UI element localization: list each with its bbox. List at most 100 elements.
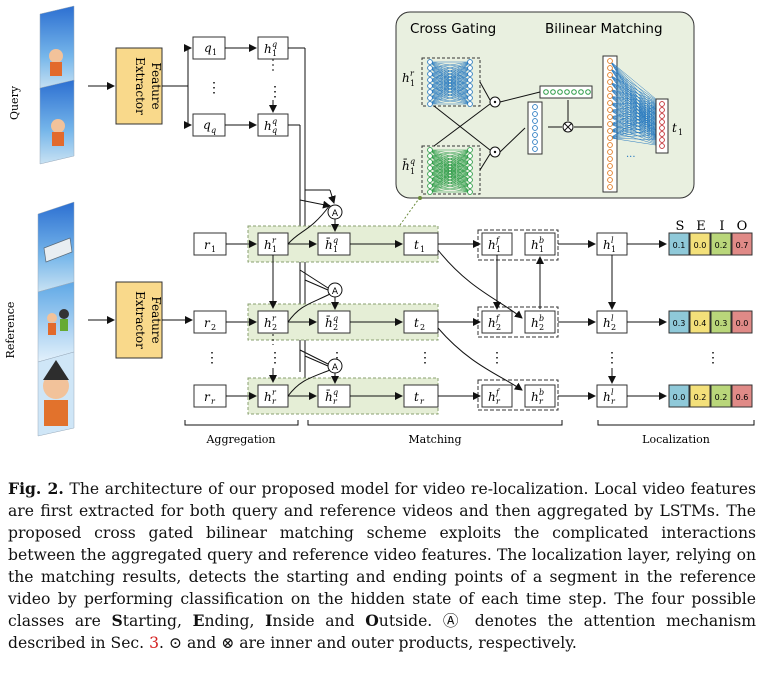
svg-text:2: 2 bbox=[211, 323, 216, 332]
svg-text:1: 1 bbox=[611, 245, 616, 254]
class-headers: S E I O bbox=[676, 219, 748, 234]
svg-text:l: l bbox=[611, 314, 614, 323]
figure-caption: Fig. 2. The architecture of our proposed… bbox=[8, 478, 756, 654]
svg-text:r: r bbox=[539, 397, 544, 406]
svg-text:h: h bbox=[264, 316, 272, 330]
caption-section-link[interactable]: 3 bbox=[149, 634, 160, 652]
prob-cell bbox=[689, 232, 711, 256]
svg-text:1: 1 bbox=[272, 49, 277, 58]
svg-text:r: r bbox=[272, 388, 277, 397]
svg-text:1: 1 bbox=[410, 79, 415, 88]
svg-text:···: ··· bbox=[626, 152, 636, 163]
query-node-qq: q q bbox=[192, 113, 226, 137]
loc-ellipsis: ⋮ bbox=[605, 350, 619, 366]
svg-text:h̄: h̄ bbox=[325, 236, 333, 252]
ref-hidden-ellipsis: ⋮ bbox=[268, 350, 282, 366]
svg-text:h: h bbox=[488, 238, 496, 252]
svg-text:A: A bbox=[332, 287, 339, 297]
caption-label: Fig. 2. bbox=[8, 479, 64, 498]
svg-text:t: t bbox=[414, 238, 419, 252]
svg-text:q: q bbox=[203, 118, 211, 132]
reference-label: Reference bbox=[4, 302, 17, 359]
svg-text:b: b bbox=[539, 388, 544, 397]
svg-text:2: 2 bbox=[539, 323, 544, 332]
caption-class-s-rest: tarting, bbox=[122, 612, 193, 630]
svg-text:Bilinear Matching: Bilinear Matching bbox=[545, 21, 663, 37]
caption-class-e: E bbox=[192, 611, 205, 630]
localization-label: Localization bbox=[642, 433, 710, 446]
svg-text:t: t bbox=[414, 390, 419, 404]
svg-text:2: 2 bbox=[496, 323, 501, 332]
svg-text:h: h bbox=[531, 316, 539, 330]
ref-ellipsis: ⋮ bbox=[205, 350, 219, 366]
caption-class-i: I bbox=[265, 611, 273, 630]
prob-value: 0.6 bbox=[736, 393, 749, 402]
svg-text:Feature: Feature bbox=[149, 62, 163, 109]
svg-text:h: h bbox=[488, 316, 496, 330]
prob-value: 0.4 bbox=[694, 319, 707, 328]
svg-text:O: O bbox=[737, 219, 748, 234]
caption-class-i-rest: nside and bbox=[272, 612, 366, 630]
prob-value: 0.7 bbox=[736, 241, 749, 250]
attention-node-r: A bbox=[327, 358, 343, 374]
prob-ellipsis: ⋮ bbox=[706, 350, 720, 366]
svg-text:r: r bbox=[272, 314, 277, 323]
svg-text:l: l bbox=[611, 236, 614, 245]
attention-node-1: A bbox=[327, 204, 343, 220]
svg-text:q: q bbox=[272, 126, 277, 135]
svg-text:q: q bbox=[204, 41, 212, 55]
prob-cell bbox=[731, 310, 753, 334]
section-labels: Aggregation Matching Localization bbox=[184, 420, 755, 446]
svg-text:2: 2 bbox=[272, 323, 277, 332]
svg-text:1: 1 bbox=[539, 245, 544, 254]
prob-cell bbox=[668, 310, 690, 334]
svg-text:2: 2 bbox=[420, 323, 425, 332]
reference-feature-extractor: Feature Extractor bbox=[115, 281, 163, 359]
reference-frames bbox=[37, 201, 75, 437]
aggregation-label: Aggregation bbox=[205, 433, 275, 446]
svg-text:Feature: Feature bbox=[149, 296, 163, 343]
query-node-q1: q 1 bbox=[192, 36, 226, 60]
prob-value: 0.0 bbox=[694, 241, 707, 250]
query-hidden-hq: h q q bbox=[257, 113, 289, 137]
svg-text:h: h bbox=[264, 390, 272, 404]
svg-text:A: A bbox=[332, 209, 339, 219]
caption-text-1: The architecture of our proposed model f… bbox=[8, 480, 756, 630]
caption-class-s: S bbox=[111, 611, 123, 630]
svg-text:h̄: h̄ bbox=[325, 314, 333, 330]
svg-text:q: q bbox=[333, 314, 338, 323]
prob-value: 0.3 bbox=[673, 319, 686, 328]
svg-text:r: r bbox=[204, 316, 211, 330]
architecture-figure: Query Reference Feature Extractor Featur… bbox=[4, 5, 755, 446]
prob-cell bbox=[731, 232, 753, 256]
prob-cell bbox=[689, 384, 711, 408]
svg-text:1: 1 bbox=[211, 245, 216, 254]
svg-text:h̄: h̄ bbox=[402, 157, 410, 173]
svg-text:h: h bbox=[264, 238, 272, 252]
svg-text:r: r bbox=[204, 238, 211, 252]
svg-text:h: h bbox=[603, 238, 611, 252]
svg-text:f: f bbox=[495, 314, 501, 323]
prob-value: 0.1 bbox=[673, 241, 686, 250]
query-ellipsis: ⋮ bbox=[207, 80, 221, 96]
query-label: Query bbox=[8, 85, 21, 120]
svg-text:r: r bbox=[333, 397, 338, 406]
query-hidden-ellipsis: ⋮ bbox=[268, 84, 282, 100]
svg-text:h: h bbox=[264, 42, 272, 56]
caption-text-2: denotes the attention mechanism describe… bbox=[8, 612, 756, 652]
svg-text:t: t bbox=[672, 121, 677, 135]
svg-text:h: h bbox=[402, 71, 410, 85]
ref-row-r: r r h r r h̄ q r t r bbox=[193, 384, 439, 408]
svg-text:b: b bbox=[539, 236, 544, 245]
caption-attention-symbol: Ⓐ bbox=[442, 612, 465, 630]
query-hidden-h1: h q 1 bbox=[257, 36, 289, 60]
prob-cell bbox=[668, 384, 690, 408]
svg-text:1: 1 bbox=[410, 167, 415, 176]
caption-class-o-rest: utside. bbox=[378, 612, 433, 630]
svg-text:r: r bbox=[272, 397, 277, 406]
svg-text:h: h bbox=[488, 390, 496, 404]
svg-text:1: 1 bbox=[420, 245, 425, 254]
